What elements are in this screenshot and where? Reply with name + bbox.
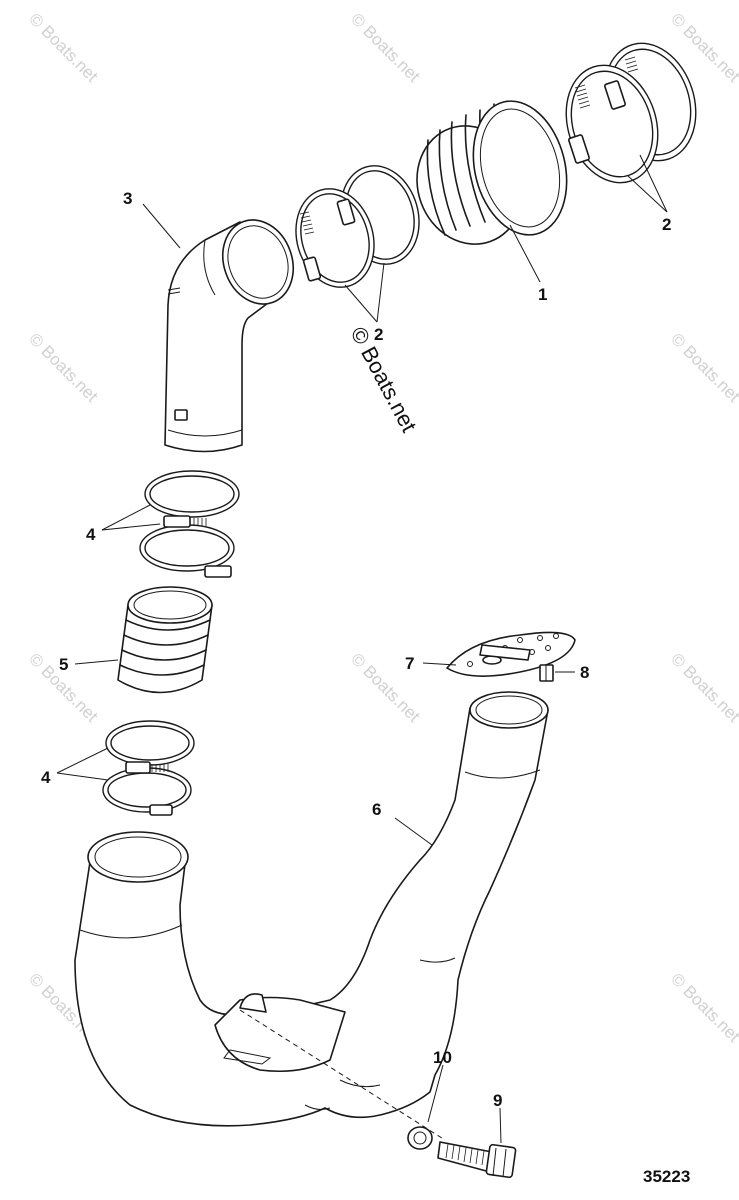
callout-3: 3 — [123, 189, 132, 208]
hose-clamp-middle — [295, 165, 420, 288]
bolt-alignment-line — [239, 1009, 446, 1141]
hose-clamp-lower-left — [102, 720, 195, 816]
callout-4-lower: 4 — [41, 768, 51, 787]
callout-9: 9 — [493, 1091, 502, 1110]
hex-bolt — [437, 1141, 517, 1179]
leader-lines — [56, 154, 668, 1144]
exhaust-elbow-pipe — [164, 219, 294, 453]
callout-labels: 3 1 2 2 4 5 4 6 7 8 10 9 — [41, 189, 671, 1110]
callout-6: 6 — [372, 800, 381, 819]
watermark: © Boats.net — [347, 9, 424, 86]
callout-5: 5 — [59, 655, 68, 674]
watermark: © Boats.net — [25, 9, 102, 86]
watermark: © Boats.net — [667, 969, 739, 1046]
center-watermark: © Boats.net — [346, 323, 422, 437]
exhaust-y-pipe — [74, 691, 549, 1127]
hose-clamp-upper-right — [565, 42, 697, 184]
exhaust-coupler-hose — [117, 586, 213, 694]
callout-7: 7 — [405, 654, 414, 673]
lock-washer — [407, 1126, 433, 1150]
exhaust-bellows — [416, 100, 568, 245]
mounting-plate — [446, 631, 576, 677]
watermark: © Boats.net — [667, 329, 739, 406]
hose-clamp-upper-left — [139, 470, 240, 578]
callout-2-middle: 2 — [374, 325, 383, 344]
plate-insert — [539, 664, 554, 682]
figure-number: 35223 — [643, 1167, 690, 1186]
callout-4-upper: 4 — [86, 525, 96, 544]
callout-10: 10 — [433, 1048, 452, 1067]
callout-2-upper: 2 — [662, 215, 671, 234]
watermark: © Boats.net — [667, 649, 739, 726]
callout-8: 8 — [580, 663, 589, 682]
callout-1: 1 — [538, 285, 547, 304]
watermark: © Boats.net — [25, 329, 102, 406]
